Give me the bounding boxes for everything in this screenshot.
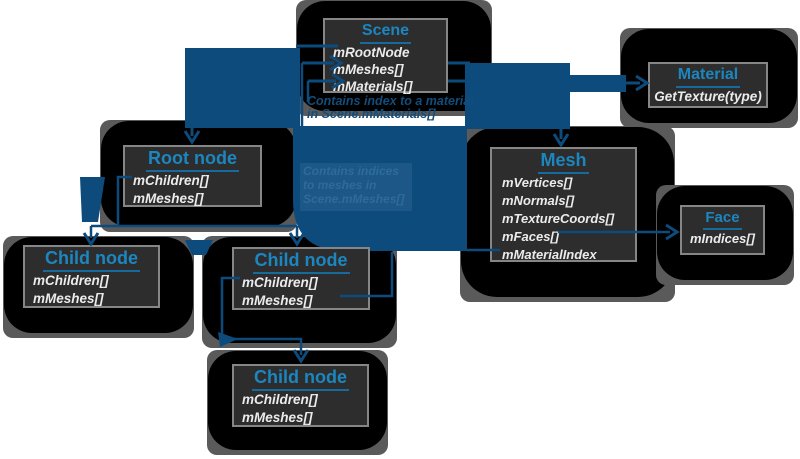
box-material: Material GetTexture(type) [648,62,768,108]
arrow-scene-to-root-node [183,122,201,145]
scene-member-mmeshes: mMeshes[] [333,62,404,77]
mesh-title: Mesh [492,150,635,174]
meshes-note-line3: Scene.mMeshes[] [303,192,405,206]
scene-member-mrootnode: mRootNode [333,45,410,60]
meshes-note-backdrop [300,163,412,211]
mass-wedge-left [80,177,105,222]
mass-left-column [185,48,300,128]
child-left-member-mchildren: mChildren[] [33,273,109,288]
mesh-member-mvertices: mVertices[] [502,175,573,190]
child-middle-title: Child node [234,250,368,274]
arrow-child-middle-to-child-bottom [218,276,310,364]
material-note-line2: in Scene.mMaterials[] [307,107,436,121]
line-child-mmeshes-to-scene [340,252,394,298]
box-root-node: Root node mChildren[] mMeshes[] [123,145,262,207]
face-member-mindices: mIndices[] [689,231,755,246]
mass-right-block [465,63,570,129]
material-title: Material [650,65,766,88]
box-child-node-bottom: Child node mChildren[] mMeshes[] [232,364,369,427]
child-middle-member-mmeshes: mMeshes[] [242,293,313,308]
scene-member-mmaterials: mMaterials[] [333,79,413,94]
arrow-mfaces-to-face [558,223,680,241]
arrow-into-scene-mmaterials [306,72,346,102]
mesh-member-mmaterialindex: mMaterialIndex [502,247,597,262]
material-note-line1: Contains index to a material [307,94,474,108]
mesh-member-mtexturecoords: mTextureCoords[] [502,211,615,226]
mesh-member-mfaces: mFaces[] [502,229,560,244]
blob-face [656,185,794,285]
box-child-node-middle: Child node mChildren[] mMeshes[] [232,247,370,310]
child-bottom-member-mmeshes: mMeshes[] [242,410,313,425]
arrow-scene-to-mesh [552,120,570,148]
root-member-mmeshes: mMeshes[] [133,191,204,206]
material-member-gettexture: GetTexture(type) [654,89,762,104]
box-face: Face mIndices[] [680,205,765,255]
mass-material-band [570,75,626,92]
child-middle-member-mchildren: mChildren[] [242,275,318,290]
child-left-member-mmeshes: mMeshes[] [33,291,104,306]
box-mesh: Mesh mVertices[] mNormals[] mTextureCoor… [490,147,637,262]
root-member-mchildren: mChildren[] [133,173,209,188]
child-bottom-member-mchildren: mChildren[] [242,392,318,407]
child-left-title: Child node [25,248,158,272]
meshes-note: Contains indices to meshes in Scene.mMes… [303,164,404,206]
box-scene: Scene mRootNode mMeshes[] mMaterials[] [323,18,448,94]
meshes-note-line2: to meshes in [303,178,377,192]
arrow-into-scene-mmeshes [300,54,344,130]
mass-wedge-child [185,240,213,255]
arrow-to-material [620,74,650,92]
meshes-note-line1: Contains indices [303,164,400,178]
mesh-member-mnormals: mNormals[] [502,193,575,208]
root-node-title: Root node [125,148,260,172]
child-bottom-title: Child node [234,367,367,391]
material-note: Contains index to a material in Scene.mM… [307,95,474,121]
arrow-root-to-children [82,175,306,247]
face-title: Face [682,208,763,230]
scene-title: Scene [325,21,446,44]
